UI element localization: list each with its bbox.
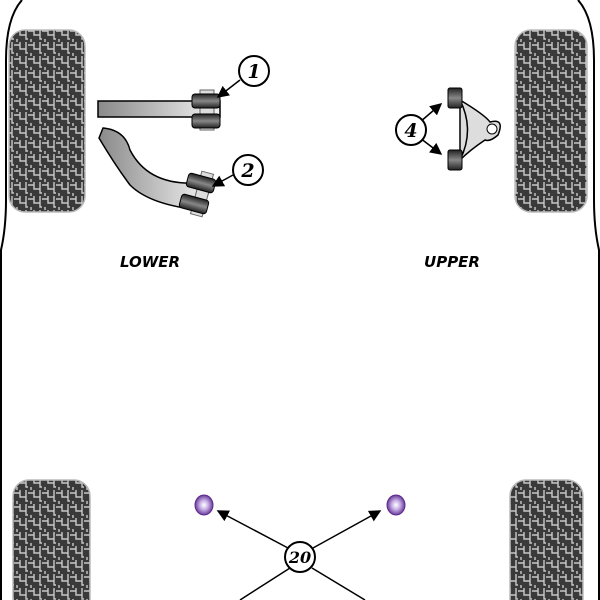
lower-arm-straight (97, 89, 221, 131)
callout-4-text: 4 (404, 120, 417, 142)
lower-arm-curved (98, 127, 217, 218)
bush-20-right (386, 494, 406, 516)
arrow-4-up (419, 103, 443, 123)
callout-4: 4 (395, 114, 427, 146)
arrow-20-right (312, 510, 382, 549)
arrow-20-lower-left (239, 567, 291, 600)
upper-wishbone (447, 87, 501, 171)
arrow-1 (216, 79, 241, 98)
arrow-2 (211, 174, 234, 187)
tire-rear-right (509, 479, 584, 600)
body-outline-left (0, 0, 23, 600)
callout-1-text: 1 (247, 61, 260, 83)
arrow-20-lower-right (311, 567, 366, 600)
callout-20-text: 20 (288, 548, 311, 567)
callout-20: 20 (284, 541, 316, 573)
tire-front-left (8, 29, 86, 213)
callout-2-text: 2 (240, 160, 254, 182)
tire-rear-left (12, 479, 91, 600)
label-upper: UPPER (424, 253, 480, 271)
tire-front-right (514, 29, 588, 213)
callout-1: 1 (238, 55, 270, 87)
callout-2: 2 (232, 154, 264, 186)
body-outline-right (577, 0, 600, 600)
arrow-20-left (216, 510, 289, 549)
arrow-4-down (419, 137, 443, 155)
bush-20-left (194, 494, 214, 516)
label-lower: LOWER (120, 253, 180, 271)
